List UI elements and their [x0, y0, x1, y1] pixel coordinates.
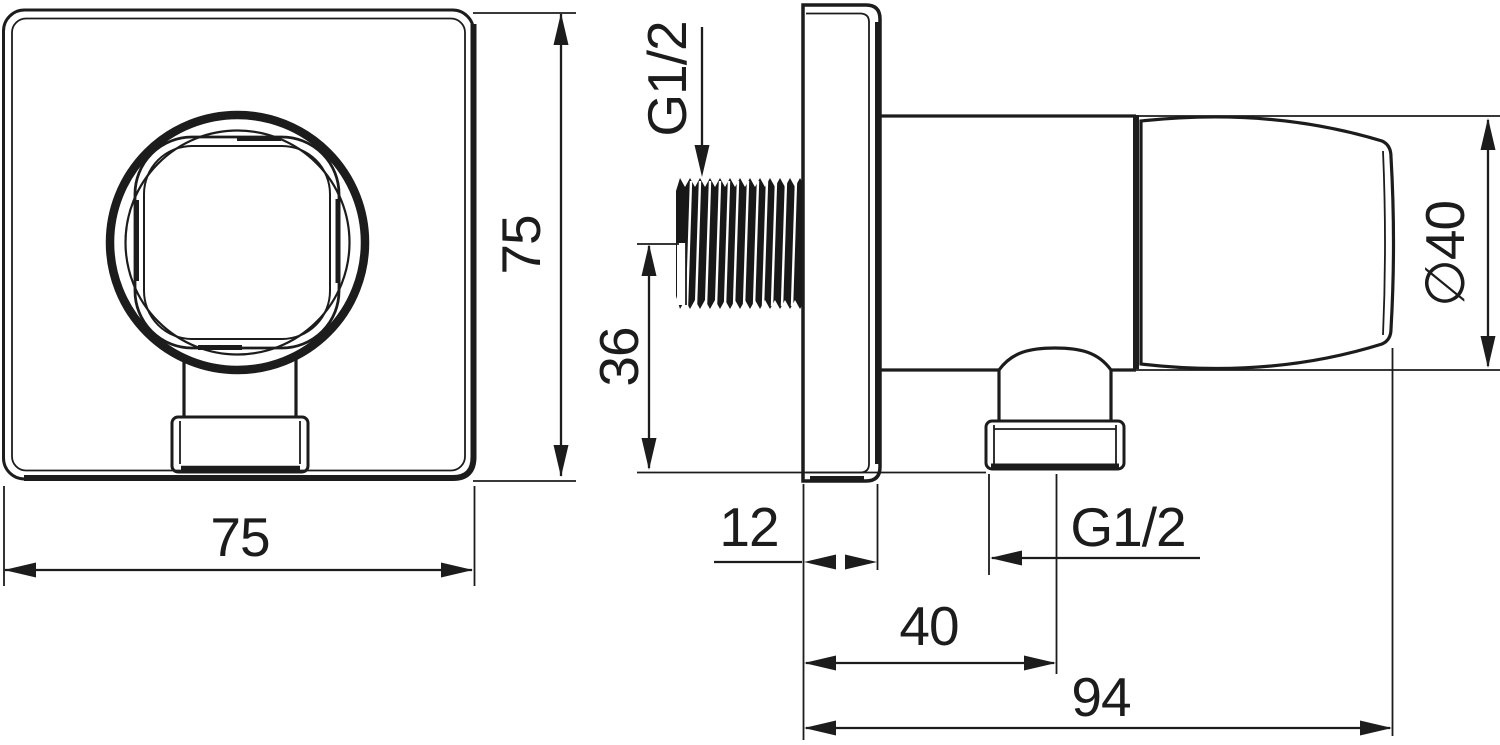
front-view: 75 75: [2, 8, 576, 586]
valve-body: [880, 114, 1500, 372]
inlet-thread: [676, 178, 803, 309]
dim-total-projection: 94: [804, 348, 1394, 736]
holder-face-inner: [143, 145, 331, 340]
escutcheon-ring: [105, 110, 370, 375]
outlet-boss: [984, 346, 1126, 471]
wall-plate-side: [801, 3, 882, 483]
axis-to-outlet-label: 36: [588, 327, 650, 386]
thread-chamfer: [677, 243, 686, 305]
holder-face-outer: [133, 135, 341, 350]
dim-front-height: 75: [473, 12, 576, 482]
front-plate-inner: [11, 17, 466, 472]
dim-inlet-thread: G1/2: [636, 21, 710, 177]
body-diameter-label: ∅40: [1414, 201, 1476, 307]
dim-front-width: 75: [3, 486, 476, 586]
dim-body-diameter: ∅40: [1414, 118, 1496, 368]
front-width-label: 75: [210, 506, 269, 568]
front-plate: [2, 8, 475, 481]
dim-outlet-thread: G1/2: [988, 474, 1200, 575]
plate-thickness-label: 12: [719, 496, 778, 558]
total-projection-label: 94: [1071, 666, 1130, 728]
front-plate-shadow-edge: [24, 24, 477, 481]
side-view: G1/2 36 ∅40 12: [588, 3, 1500, 740]
front-height-label: 75: [490, 215, 552, 274]
thread-crest-lines: [685, 180, 798, 307]
dim-axis-to-outlet: 36: [588, 243, 986, 474]
inlet-thread-label: G1/2: [636, 21, 698, 136]
outlet-nut: [984, 419, 1126, 471]
handle-knob: [1139, 115, 1396, 371]
escutcheon-inner-ring: [124, 129, 351, 356]
holder-nut: [170, 415, 310, 474]
dim-plate-thickness: 12: [714, 484, 879, 740]
wall-to-outlet-label: 40: [899, 595, 958, 657]
dim-wall-to-outlet: 40: [804, 474, 1058, 674]
outlet-thread-label: G1/2: [1070, 496, 1185, 558]
